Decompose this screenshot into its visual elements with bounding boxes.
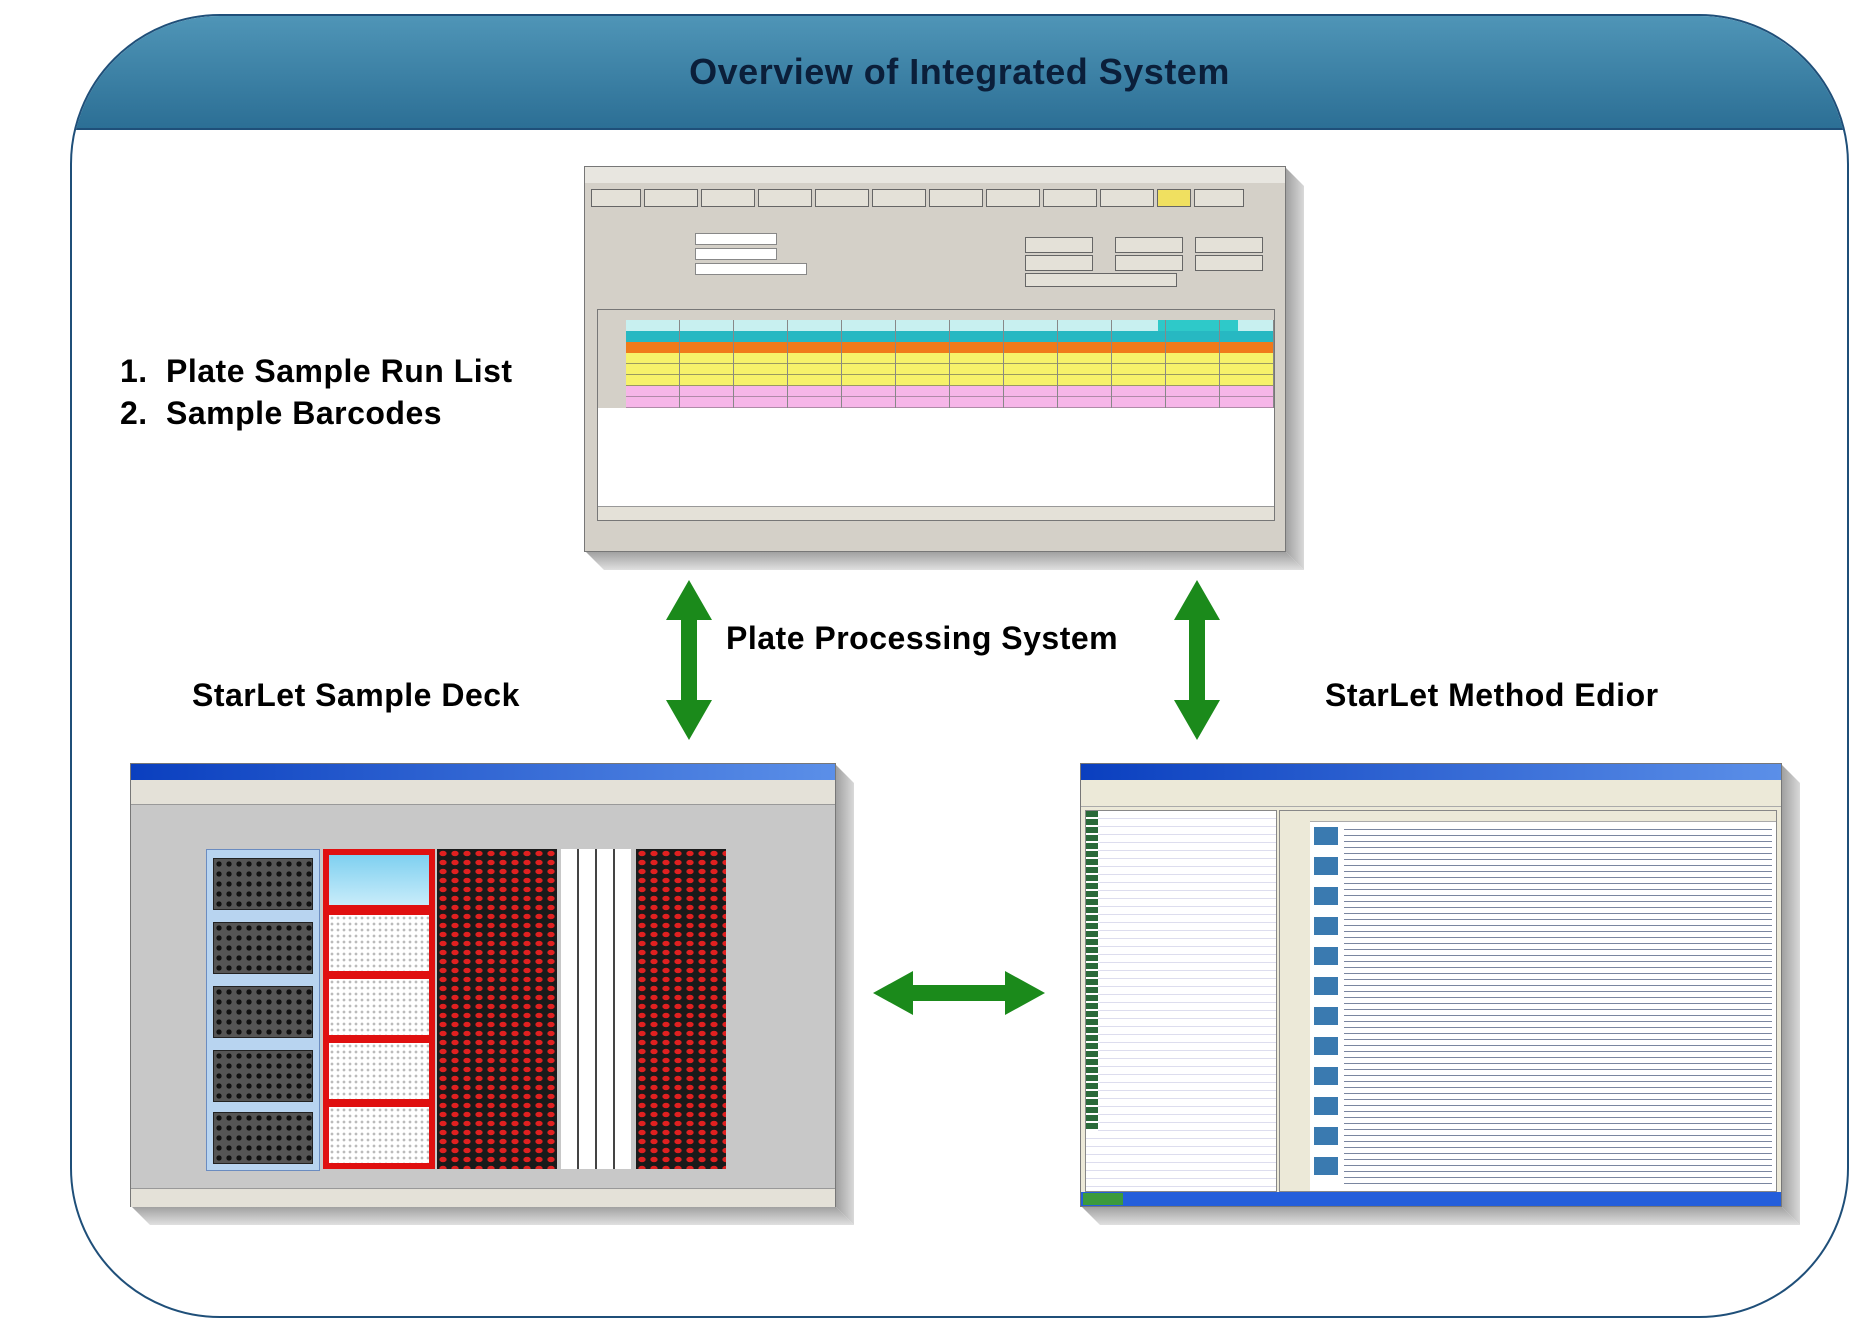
toolbar-button[interactable] <box>1100 189 1154 207</box>
plate-button[interactable] <box>1195 255 1263 271</box>
plate-id-select[interactable] <box>695 263 807 275</box>
deck-statusbar <box>131 1188 835 1207</box>
toolbar <box>585 183 1285 211</box>
arrows-layer <box>666 580 1220 1015</box>
list-item: 2. Sample Barcodes <box>120 392 513 434</box>
list-item: 1. Plate Sample Run List <box>120 350 513 392</box>
horizontal-scrollbar[interactable] <box>598 506 1274 520</box>
slide-header: Overview of Integrated System <box>72 16 1847 130</box>
sample-deck-label: StarLet Sample Deck <box>192 677 520 713</box>
plate-processing-label: Plate Processing System <box>726 620 1119 656</box>
list-item-number: 1. <box>120 353 148 389</box>
toolbar-button[interactable] <box>758 189 812 207</box>
plate-carrier[interactable] <box>323 849 435 1169</box>
window-titlebar <box>585 167 1285 183</box>
slide-title: Overview of Integrated System <box>689 51 1230 92</box>
tip-carrier[interactable] <box>206 849 320 1171</box>
toolbar-button[interactable] <box>1043 189 1097 207</box>
sample-tube-rack[interactable] <box>437 849 557 1169</box>
method-editor-label: StarLet Method Edior <box>1325 677 1659 713</box>
plate-options-panel <box>605 215 1265 295</box>
plate-button[interactable] <box>1025 273 1177 287</box>
toolbar-button[interactable] <box>815 189 869 207</box>
exit-button[interactable] <box>1194 189 1244 207</box>
command-tree[interactable] <box>1085 810 1277 1192</box>
deck-window-titlebar <box>131 764 835 780</box>
list-item-text: Plate Sample Run List <box>166 353 513 389</box>
sample-deck-screenshot <box>130 763 854 1225</box>
plate-run-list-screenshot <box>584 166 1304 570</box>
list-item-text: Sample Barcodes <box>166 395 443 431</box>
toolbar-button[interactable] <box>929 189 983 207</box>
toolbar-icon-button[interactable] <box>1157 189 1191 207</box>
toolbar-button[interactable] <box>644 189 698 207</box>
plate-button[interactable] <box>1025 237 1093 253</box>
plate-button[interactable] <box>1115 237 1183 253</box>
list-item-number: 2. <box>120 395 148 431</box>
sample-tube-rack[interactable] <box>636 849 726 1169</box>
editor-window-titlebar <box>1081 764 1781 780</box>
bidirectional-arrow-horizontal <box>873 971 1045 1015</box>
editor-toolbar <box>1081 780 1781 807</box>
plate-button[interactable] <box>1025 255 1093 271</box>
plate-button[interactable] <box>1115 255 1183 271</box>
toolbar-button[interactable] <box>872 189 926 207</box>
bidirectional-arrow-left <box>666 580 712 740</box>
toolbar-button[interactable] <box>986 189 1040 207</box>
bidirectional-arrow-right <box>1174 580 1220 740</box>
plate-button[interactable] <box>1195 237 1263 253</box>
feature-list: 1. Plate Sample Run List 2. Sample Barcode… <box>120 350 513 434</box>
plate-grid[interactable] <box>597 309 1275 521</box>
toolbar-button[interactable] <box>591 189 641 207</box>
reagent-trough[interactable] <box>561 849 631 1169</box>
method-steps-panel[interactable] <box>1279 810 1777 1192</box>
deck-toolbar <box>131 780 835 805</box>
toolbar-button[interactable] <box>701 189 755 207</box>
method-editor-screenshot <box>1080 763 1800 1225</box>
start-button[interactable] <box>1083 1193 1123 1205</box>
taskbar <box>1081 1192 1781 1206</box>
